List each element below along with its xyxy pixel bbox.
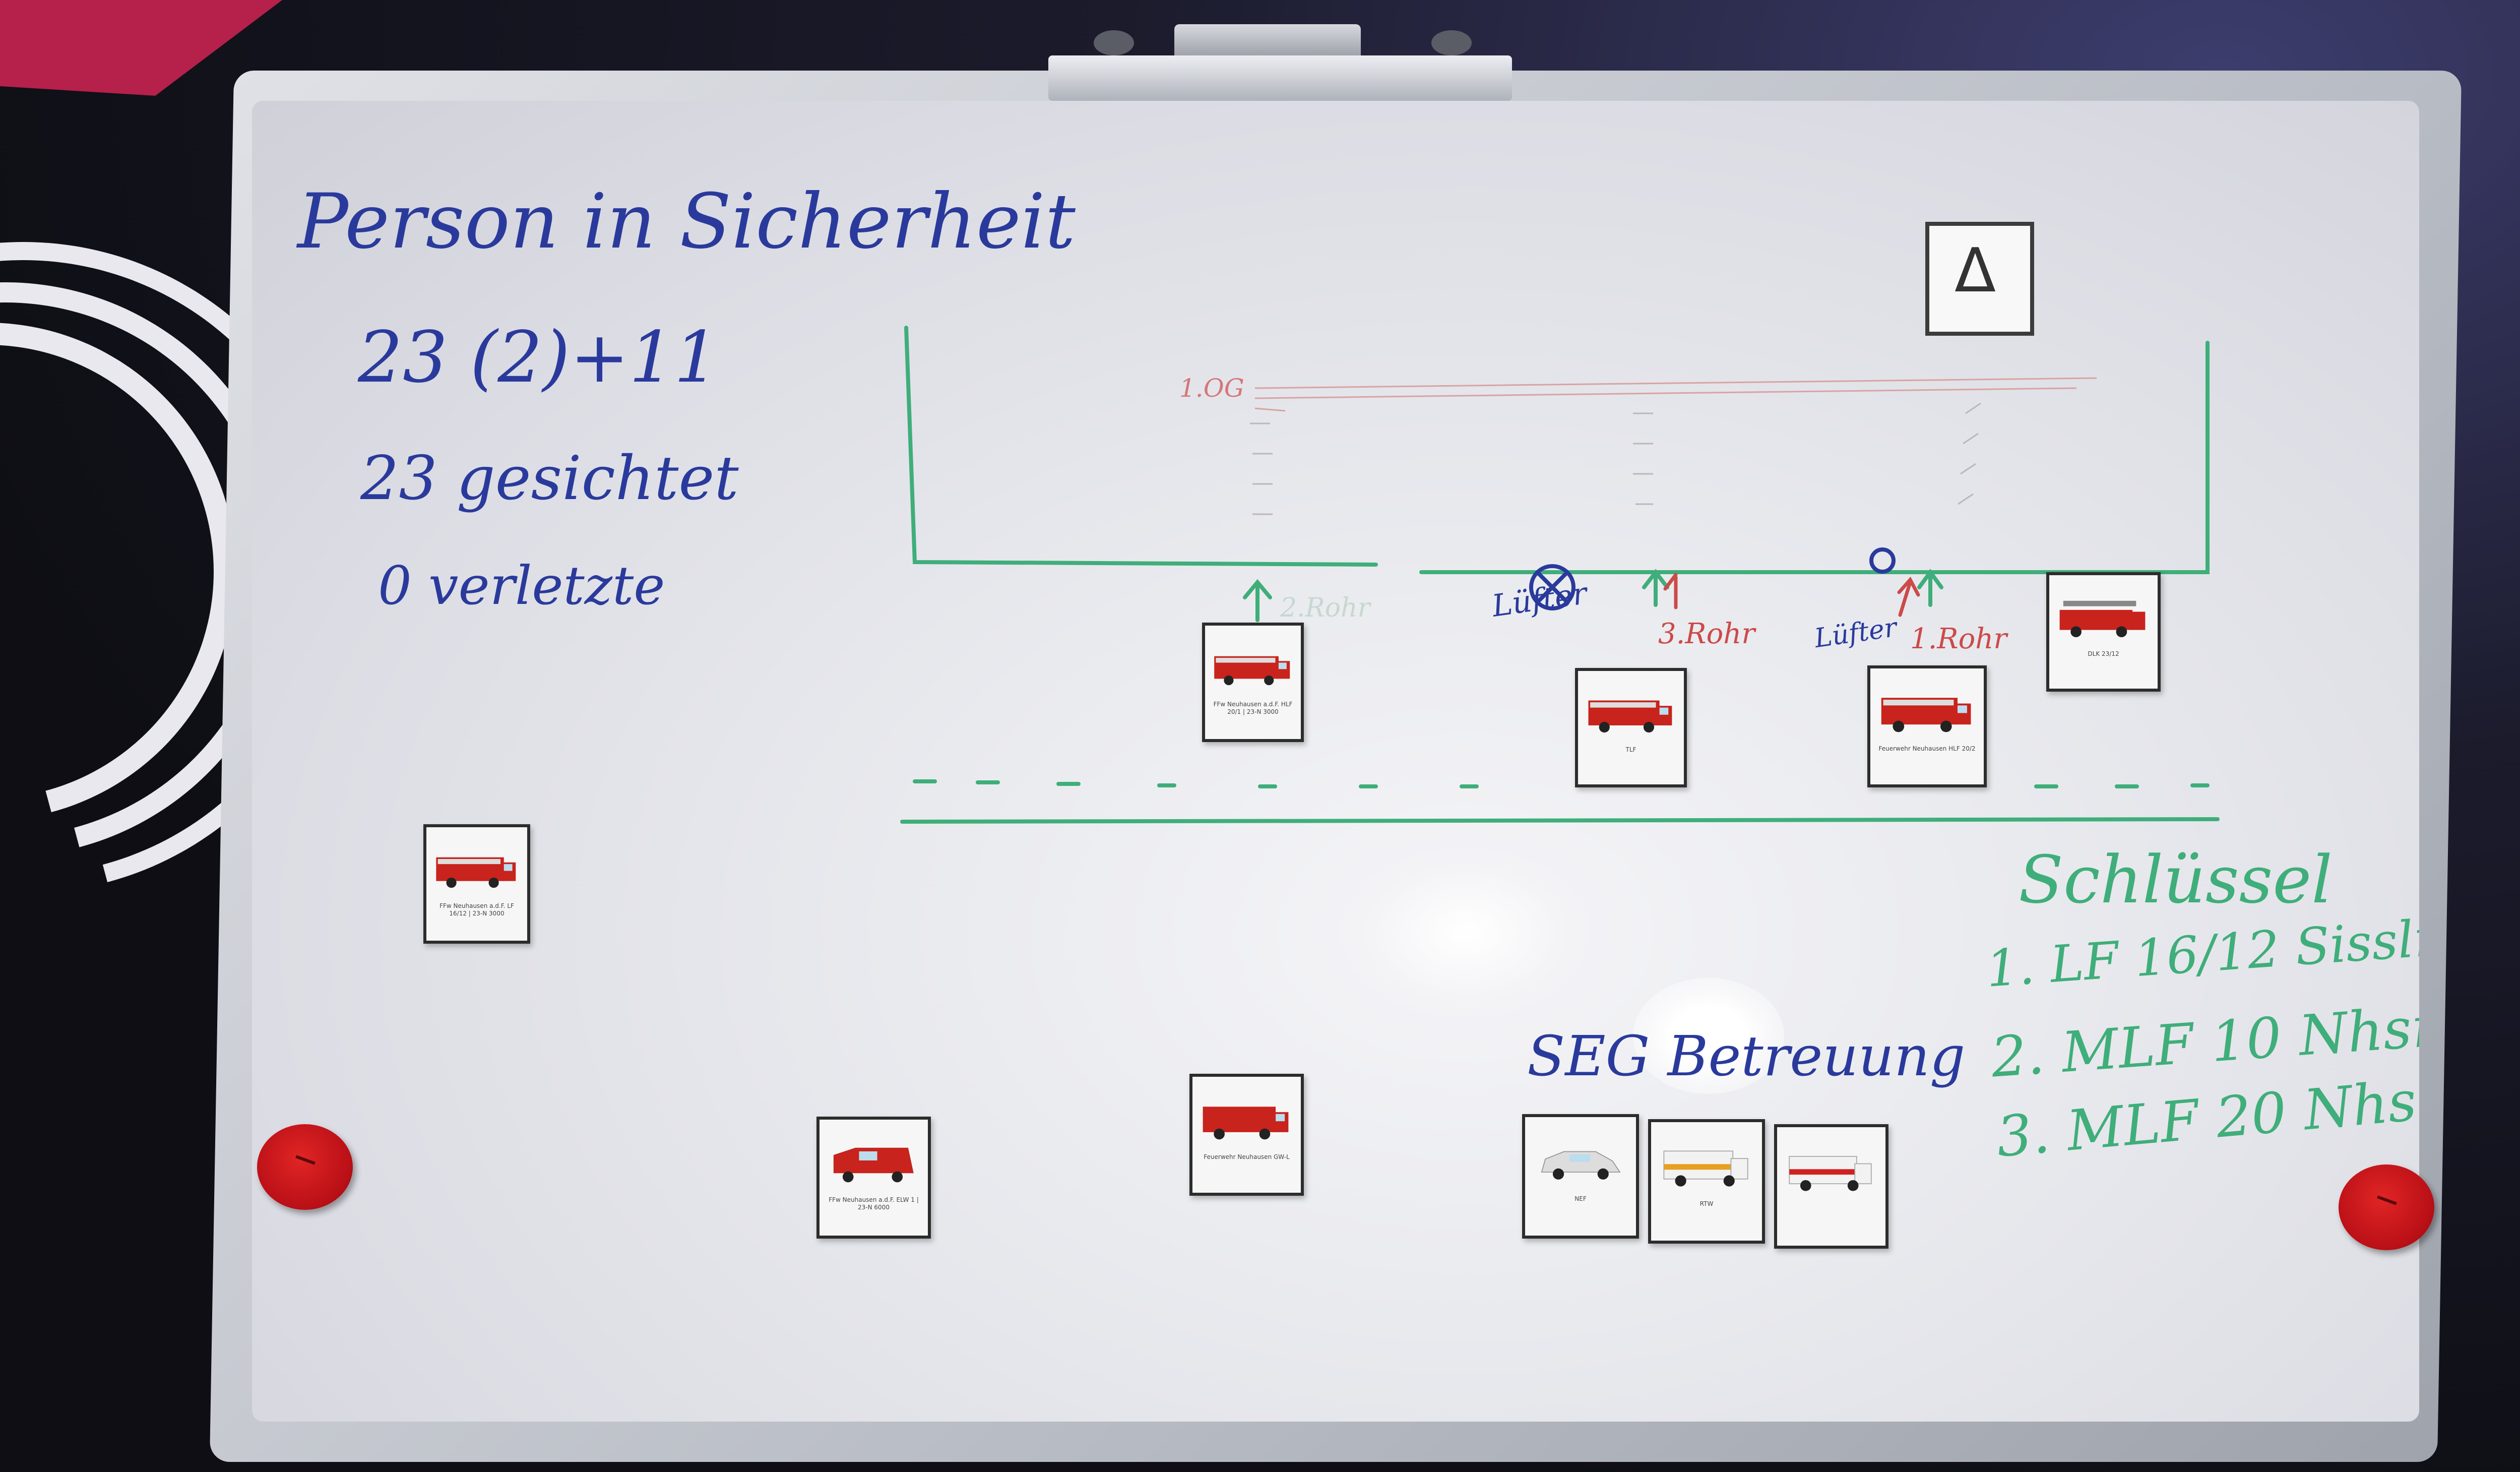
floor-label: 1.OG bbox=[1179, 374, 1244, 403]
fire-truck-icon bbox=[436, 857, 516, 888]
vehicle-card-dlk[interactable]: DLK 23/12 bbox=[2046, 572, 2161, 692]
vehicle-card-hlf-left[interactable]: FFw Neuhausen a.d.F. HLF 20/1 | 23-N 300… bbox=[1202, 623, 1304, 742]
fire-truck-icon bbox=[1203, 1107, 1289, 1140]
whiteboard: Person in Sicherheit 23 (2)+11 23 gesich… bbox=[252, 101, 2419, 1422]
magnet-left[interactable] bbox=[257, 1124, 353, 1210]
count-line: 23 (2)+11 bbox=[358, 317, 719, 399]
emergency-car-icon bbox=[1541, 1151, 1621, 1180]
pipe-1-label: 1.Rohr bbox=[1910, 623, 2007, 655]
fire-truck-icon bbox=[1588, 700, 1672, 732]
seen-line: 23 gesichtet bbox=[360, 444, 739, 514]
key-title: Schlüssel bbox=[2019, 841, 2333, 918]
seg-label: SEG Betreuung bbox=[1527, 1024, 1966, 1088]
vehicle-label: DLK 23/12 bbox=[2088, 650, 2119, 657]
magnet-right[interactable] bbox=[2339, 1164, 2434, 1250]
pipe-2-label: 2.Rohr bbox=[1280, 593, 1370, 623]
ladder-truck-icon bbox=[2059, 600, 2146, 637]
vehicle-card-hlf-right[interactable]: Feuerwehr Neuhausen HLF 20/2 bbox=[1867, 665, 1987, 787]
warning-triangle-icon: Δ bbox=[1955, 236, 1996, 306]
fire-truck-icon bbox=[1881, 698, 1971, 732]
vehicle-card-nef[interactable]: NEF bbox=[1522, 1114, 1639, 1239]
pipe-3-label: 3.Rohr bbox=[1658, 618, 1755, 650]
heading-person-safe: Person in Sicherheit bbox=[297, 178, 1076, 266]
vehicle-label: Feuerwehr Neuhausen GW-L bbox=[1204, 1153, 1290, 1160]
vehicle-label: FFw Neuhausen a.d.F. ELW 1 | 23-N 6000 bbox=[829, 1196, 919, 1211]
vehicle-label: RTW bbox=[1699, 1200, 1714, 1208]
vehicle-label: FFw Neuhausen a.d.F. HLF 20/1 | 23-N 300… bbox=[1213, 700, 1293, 716]
ambulance-icon bbox=[1663, 1150, 1748, 1187]
screw bbox=[1094, 30, 1134, 55]
vehicle-card-tlf-center[interactable]: TLF bbox=[1575, 668, 1687, 787]
fire-truck-icon bbox=[1214, 656, 1290, 685]
vehicle-card-lf-far-left[interactable]: FFw Neuhausen a.d.F. LF 16/12 | 23-N 300… bbox=[423, 824, 530, 944]
vehicle-card-rtw[interactable]: RTW bbox=[1648, 1119, 1765, 1244]
vehicle-card-ktw[interactable] bbox=[1774, 1124, 1888, 1249]
injured-line: 0 verletzte bbox=[378, 555, 665, 617]
command-vehicle-icon bbox=[834, 1147, 914, 1183]
screw bbox=[1431, 30, 1472, 55]
ambulance-icon bbox=[1789, 1155, 1872, 1191]
vehicle-label: TLF bbox=[1625, 746, 1636, 753]
board-clip bbox=[1048, 55, 1512, 101]
vehicle-label: Feuerwehr Neuhausen HLF 20/2 bbox=[1878, 745, 1976, 752]
vehicle-label: FFw Neuhausen a.d.F. LF 16/12 | 23-N 300… bbox=[439, 902, 514, 917]
light-glare bbox=[1633, 978, 1784, 1094]
vehicle-card-elw[interactable]: FFw Neuhausen a.d.F. ELW 1 | 23-N 6000 bbox=[816, 1117, 931, 1239]
building-drawing bbox=[900, 326, 2220, 824]
vehicle-label: NEF bbox=[1574, 1195, 1587, 1203]
vehicle-card-gw-l[interactable]: Feuerwehr Neuhausen GW-L bbox=[1189, 1074, 1304, 1196]
hazard-sign-card[interactable]: Δ bbox=[1925, 222, 2034, 336]
